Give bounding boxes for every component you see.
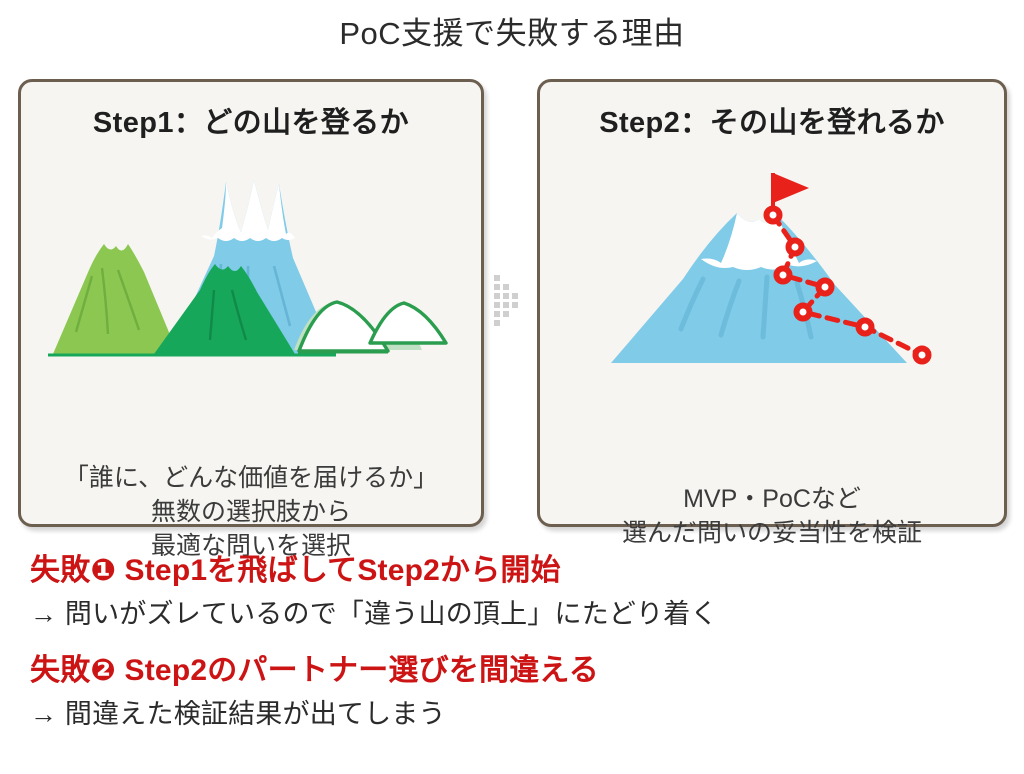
panel-step1-title: Step1：どの山を登るか	[92, 107, 410, 139]
panel-step2: Step2：その山を登れるか	[537, 79, 1007, 547]
mountain-ridge-line	[272, 265, 292, 327]
panel-step2-caption: MVP・PoCなど 選んだ問いの妥当性を検証	[540, 482, 1004, 550]
waypoint-marker	[793, 302, 813, 322]
failure-1-detail: → 問いがズレているので「違う山の頂上」にたどり着く	[30, 599, 718, 629]
page-title: PoC支援で失敗する理由	[339, 16, 685, 51]
divider-arrow	[492, 273, 526, 327]
waypoint-marker	[773, 265, 793, 285]
caption-line: MVP・PoCなど	[683, 485, 861, 513]
waypoint-marker	[912, 345, 932, 365]
caption-line: 選んだ問いの妥当性を検証	[621, 519, 922, 547]
mountain-with-climb-route-icon	[611, 173, 932, 365]
hill-white-2	[368, 301, 448, 345]
panel-step1: Step1：どの山を登るか	[18, 79, 484, 560]
mountain-ridge-line	[230, 289, 248, 341]
waypoint-marker	[815, 277, 835, 297]
panel-step1-caption: 「誰に、どんな価値を届けるか」 無数の選択肢から 最適な問いを選択	[21, 461, 481, 563]
multiple-mountains-icon	[48, 180, 448, 357]
caption-line: 「誰に、どんな価値を届けるか」	[63, 464, 439, 492]
mountain-snow-cap	[701, 213, 817, 270]
mountain-ridge-line	[100, 267, 110, 335]
mountain-dark-green	[154, 264, 295, 354]
caption-line: 無数の選択肢から	[150, 498, 351, 526]
failure-item-1: 失敗❶ Step1を飛ばしてStep2から開始 → 問いがズレているので「違う山…	[30, 549, 1010, 635]
caption-line: 最適な問いを選択	[150, 532, 351, 560]
mountain-ridge-line	[718, 278, 742, 338]
failure-1-heading: 失敗❶ Step1を飛ばしてStep2から開始	[30, 554, 561, 587]
waypoint-marker	[763, 205, 783, 225]
failure-2-heading: 失敗❷ Step2のパートナー選びを間違える	[30, 654, 599, 687]
panel-step2-title: Step2：その山を登れるか	[599, 107, 945, 139]
route-waypoints	[763, 205, 932, 365]
mountain-light-green	[53, 244, 178, 354]
failure-item-2: 失敗❷ Step2のパートナー選びを間違える → 間違えた検証結果が出てしまう	[30, 649, 1010, 735]
failure-2-detail: → 間違えた検証結果が出てしまう	[30, 699, 446, 729]
dotted-right-arrow-icon	[494, 275, 518, 326]
waypoint-marker	[855, 317, 875, 337]
mountain-ridge-line	[74, 275, 94, 333]
flag-icon	[773, 173, 809, 203]
mountain-ridge-line	[208, 289, 216, 341]
mountain-ridge-line	[760, 274, 770, 340]
waypoint-marker	[785, 237, 805, 257]
mountain-snow-cap	[201, 180, 295, 241]
mountain-ridge-line	[116, 269, 141, 331]
step2-mountain-route-illustration	[540, 167, 1004, 457]
failures-section: 失敗❶ Step1を飛ばしてStep2から開始 → 問いがズレているので「違う山…	[30, 549, 1010, 735]
mountain-ridge-line	[678, 276, 706, 332]
step1-mountains-illustration	[21, 172, 481, 437]
